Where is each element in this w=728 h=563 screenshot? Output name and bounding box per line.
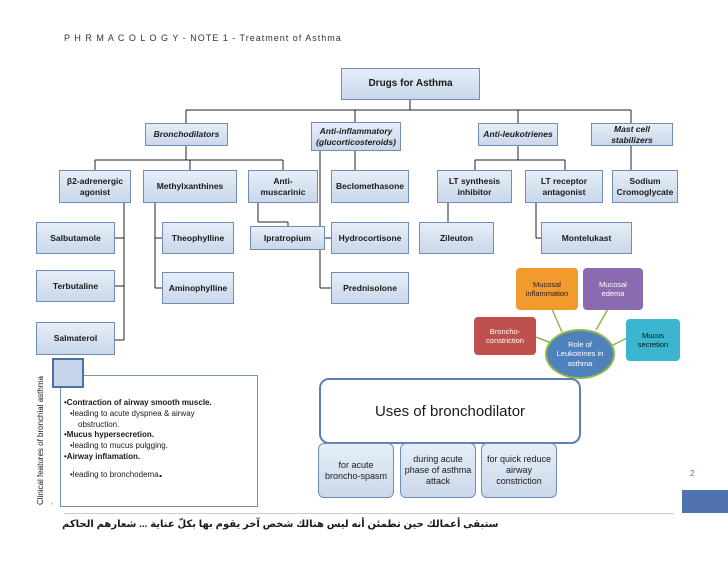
category-anti-inflammatory: Anti-inflammatory (glucorticosteroids) <box>311 122 401 151</box>
drug-theophylline: Theophylline <box>162 222 234 254</box>
drug-sodium-cromoglycate: Sodium Cromoglycate <box>612 170 678 203</box>
uses-title-box: Uses of bronchodilator <box>319 378 581 444</box>
uses-title: Uses of bronchodilator <box>374 402 526 420</box>
clinical-line-7: •leading to bronchodema. <box>64 463 254 482</box>
clinical-line-4: •Mucus hypersecretion. <box>64 430 154 440</box>
clinical-line-6: •Airway inflamation. <box>64 451 141 461</box>
clinical-line-2: •leading to acute dyspnea & airway <box>70 408 195 418</box>
corner-decoration <box>682 490 728 513</box>
clinical-features-text: •Contraction of airway smooth muscle. •l… <box>64 398 254 482</box>
clinical-features-vertical-label: Clinical features of bronchial asthma . <box>36 376 55 505</box>
effect-broncho-constriction: Broncho-constriction <box>474 317 536 355</box>
drug-prednisolone: Prednisolone <box>331 272 409 304</box>
effect-mucosal-inflammation: Mucosal inflammation <box>516 268 578 310</box>
clinical-line-7-dot: . <box>158 463 163 480</box>
effect-mucosal-edema: Mucosal edema <box>583 268 643 310</box>
drug-salbutamole: Salbutamole <box>36 222 115 254</box>
clinical-line-5: •leading to mucus pulgging. <box>70 441 168 451</box>
subcategory-lt-synthesis-inhibitor: LT synthesis inhibitor <box>437 170 512 203</box>
use-acute-asthma-attack: during acute phase of asthma attack <box>400 443 476 498</box>
subcategory-lt-receptor-antagonist: LT receptor antagonist <box>525 170 603 203</box>
category-anti-leukotrienes: Anti-leukotrienes <box>478 123 558 146</box>
leukotrienes-center-node: Role of Leukotrines in asthma <box>545 329 615 379</box>
effect-mucus-secretion: Mucus secretion <box>626 319 680 361</box>
use-reduce-airway-constriction: for quick reduce airway constriction <box>481 443 557 498</box>
page-number: 2 <box>690 469 695 478</box>
clinical-features-marker <box>52 358 84 388</box>
subcategory-methylxanthines: Methylxanthines <box>143 170 237 203</box>
drug-zileuton: Zileuton <box>419 222 494 254</box>
clinical-line-7-text: •leading to bronchodema <box>70 469 159 479</box>
subcategory-anti-muscarinic: Anti-muscarinic <box>248 170 318 203</box>
drug-salmaterol: Salmaterol <box>36 322 115 355</box>
category-bronchodilators: Bronchodilators <box>145 123 228 146</box>
drug-terbutaline: Terbutaline <box>36 270 115 302</box>
clinical-line-3: obstruction. <box>78 419 120 429</box>
drug-aminophylline: Aminophylline <box>162 272 234 304</box>
root-drugs-for-asthma: Drugs for Asthma <box>341 68 480 100</box>
use-acute-bronchospasm: for acute broncho-spasm <box>318 443 394 498</box>
drug-hydrocortisone: Hydrocortisone <box>331 222 409 254</box>
subcategory-b2-agonist: β2-adrenergic agonist <box>59 170 131 203</box>
clinical-features-box <box>60 375 258 507</box>
drug-ipratropium: Ipratropium <box>250 226 325 250</box>
clinical-line-1: •Contraction of airway smooth muscle. <box>64 398 212 407</box>
drug-beclomethasone: Beclomethasone <box>331 170 409 203</box>
footer-quote: ستبقى أعمالك حين تطمئن أنه ليس هنالك شخص… <box>62 519 499 530</box>
footer-divider <box>64 513 674 514</box>
drug-montelukast: Montelukast <box>541 222 632 254</box>
category-mast-cell-stabilizers: Mast cell stabilizers <box>591 123 673 146</box>
page-header-title: P H R M A C O L O G Y - NOTE 1 - Treatme… <box>64 33 342 43</box>
